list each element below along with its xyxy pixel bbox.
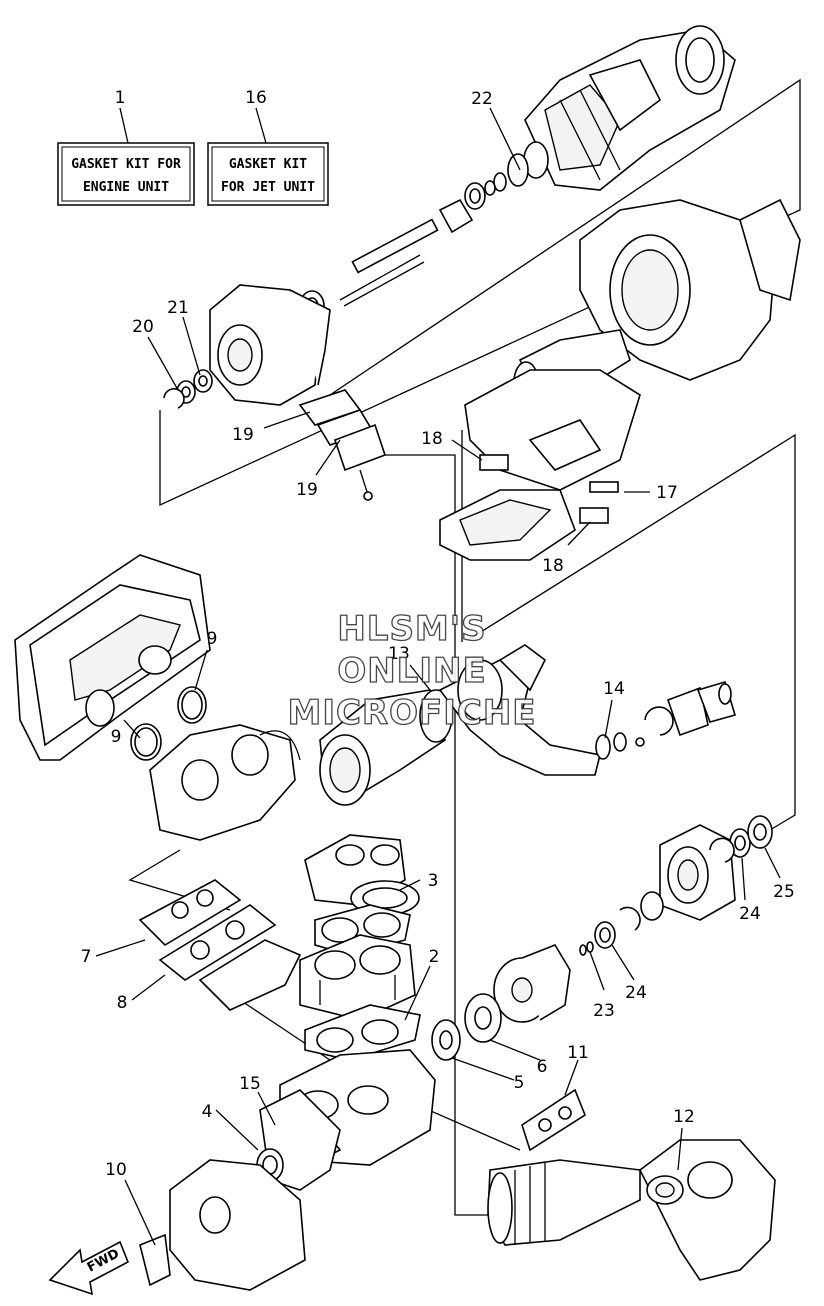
carburetor-assembly <box>149 724 301 841</box>
callout-5: 5 <box>514 1073 525 1093</box>
stern-housing <box>209 284 331 406</box>
callout-21: 21 <box>167 298 189 318</box>
head-gasket-3 <box>314 904 411 956</box>
airbox-cover <box>14 554 211 761</box>
callout-25: 25 <box>773 882 795 902</box>
intake-boot <box>487 1159 641 1246</box>
callout-9-upper: 9 <box>207 629 218 649</box>
callout-18-lower: 18 <box>542 556 564 576</box>
watermark: HLSM'S ONLINE MICROFICHE <box>287 608 536 733</box>
intake-plate-gaskets-19 <box>298 389 387 501</box>
oil-seals-24-25 <box>579 815 773 956</box>
exhaust-outlet-14 <box>595 681 737 760</box>
exhaust-chamber <box>319 689 453 806</box>
callout-22: 22 <box>471 89 493 109</box>
intake-manifold-12 <box>638 1139 776 1281</box>
callout-11: 11 <box>567 1043 589 1063</box>
gasket-11 <box>521 1088 586 1152</box>
magneto-housing-10 <box>139 1159 306 1291</box>
gasket-kit-engine-box[interactable]: GASKET KIT FOR ENGINE UNIT <box>57 142 195 206</box>
leader-lines <box>95 107 781 1246</box>
kit-jet-line1: GASKET KIT <box>229 157 307 172</box>
drive-shaft <box>299 198 474 322</box>
callout-15: 15 <box>239 1074 261 1094</box>
callout-7: 7 <box>81 947 92 967</box>
kit-engine-line2: ENGINE UNIT <box>83 180 169 195</box>
callout-23: 23 <box>593 1001 615 1021</box>
callout-9-lower: 9 <box>111 727 122 747</box>
airbox-seals-9 <box>130 686 207 761</box>
callout-1: 1 <box>115 88 126 108</box>
callout-3: 3 <box>428 871 439 891</box>
callout-18-upper: 18 <box>421 429 443 449</box>
callout-19-upper: 19 <box>232 425 254 445</box>
pump-seal-ring <box>464 153 529 210</box>
watermark-line3: MICROFICHE <box>287 693 536 733</box>
callout-6: 6 <box>537 1057 548 1077</box>
watermark-line2: ONLINE <box>337 651 486 691</box>
callout-4: 4 <box>202 1102 213 1122</box>
cylinder-block <box>299 934 416 1021</box>
callout-24-upper: 24 <box>739 904 761 924</box>
bearing-seals-20-21 <box>163 369 213 409</box>
reed-valve-gaskets-7-8 <box>138 879 302 1011</box>
callout-24-lower: 24 <box>625 983 647 1003</box>
callout-2: 2 <box>429 947 440 967</box>
fwd-arrow: FWD <box>48 1240 130 1296</box>
intake-guide-line <box>467 433 796 831</box>
watermark-line1: HLSM'S <box>337 609 486 649</box>
gasket-kit-jet-box[interactable]: GASKET KIT FOR JET UNIT <box>207 142 329 206</box>
callout-14: 14 <box>603 679 625 699</box>
callout-12: 12 <box>673 1107 695 1127</box>
callout-10: 10 <box>105 1160 127 1180</box>
cylinder-head <box>304 834 420 916</box>
rear-cover-15-seal-4 <box>256 1089 341 1191</box>
flywheel-coupling <box>431 944 571 1061</box>
callout-17: 17 <box>656 483 678 503</box>
callout-19-lower: 19 <box>296 480 318 500</box>
kit-engine-line1: GASKET KIT FOR <box>71 157 181 172</box>
callout-20: 20 <box>132 317 154 337</box>
base-gasket-2 <box>304 1004 421 1061</box>
kit-jet-line2: FOR JET UNIT <box>221 180 315 195</box>
jet-pump-nozzle <box>523 25 736 191</box>
jet-unit-guide-line <box>159 78 801 507</box>
callout-8: 8 <box>117 993 128 1013</box>
callout-16: 16 <box>245 88 267 108</box>
intake-duct-assembly <box>439 369 641 561</box>
callout-13: 13 <box>388 644 410 664</box>
